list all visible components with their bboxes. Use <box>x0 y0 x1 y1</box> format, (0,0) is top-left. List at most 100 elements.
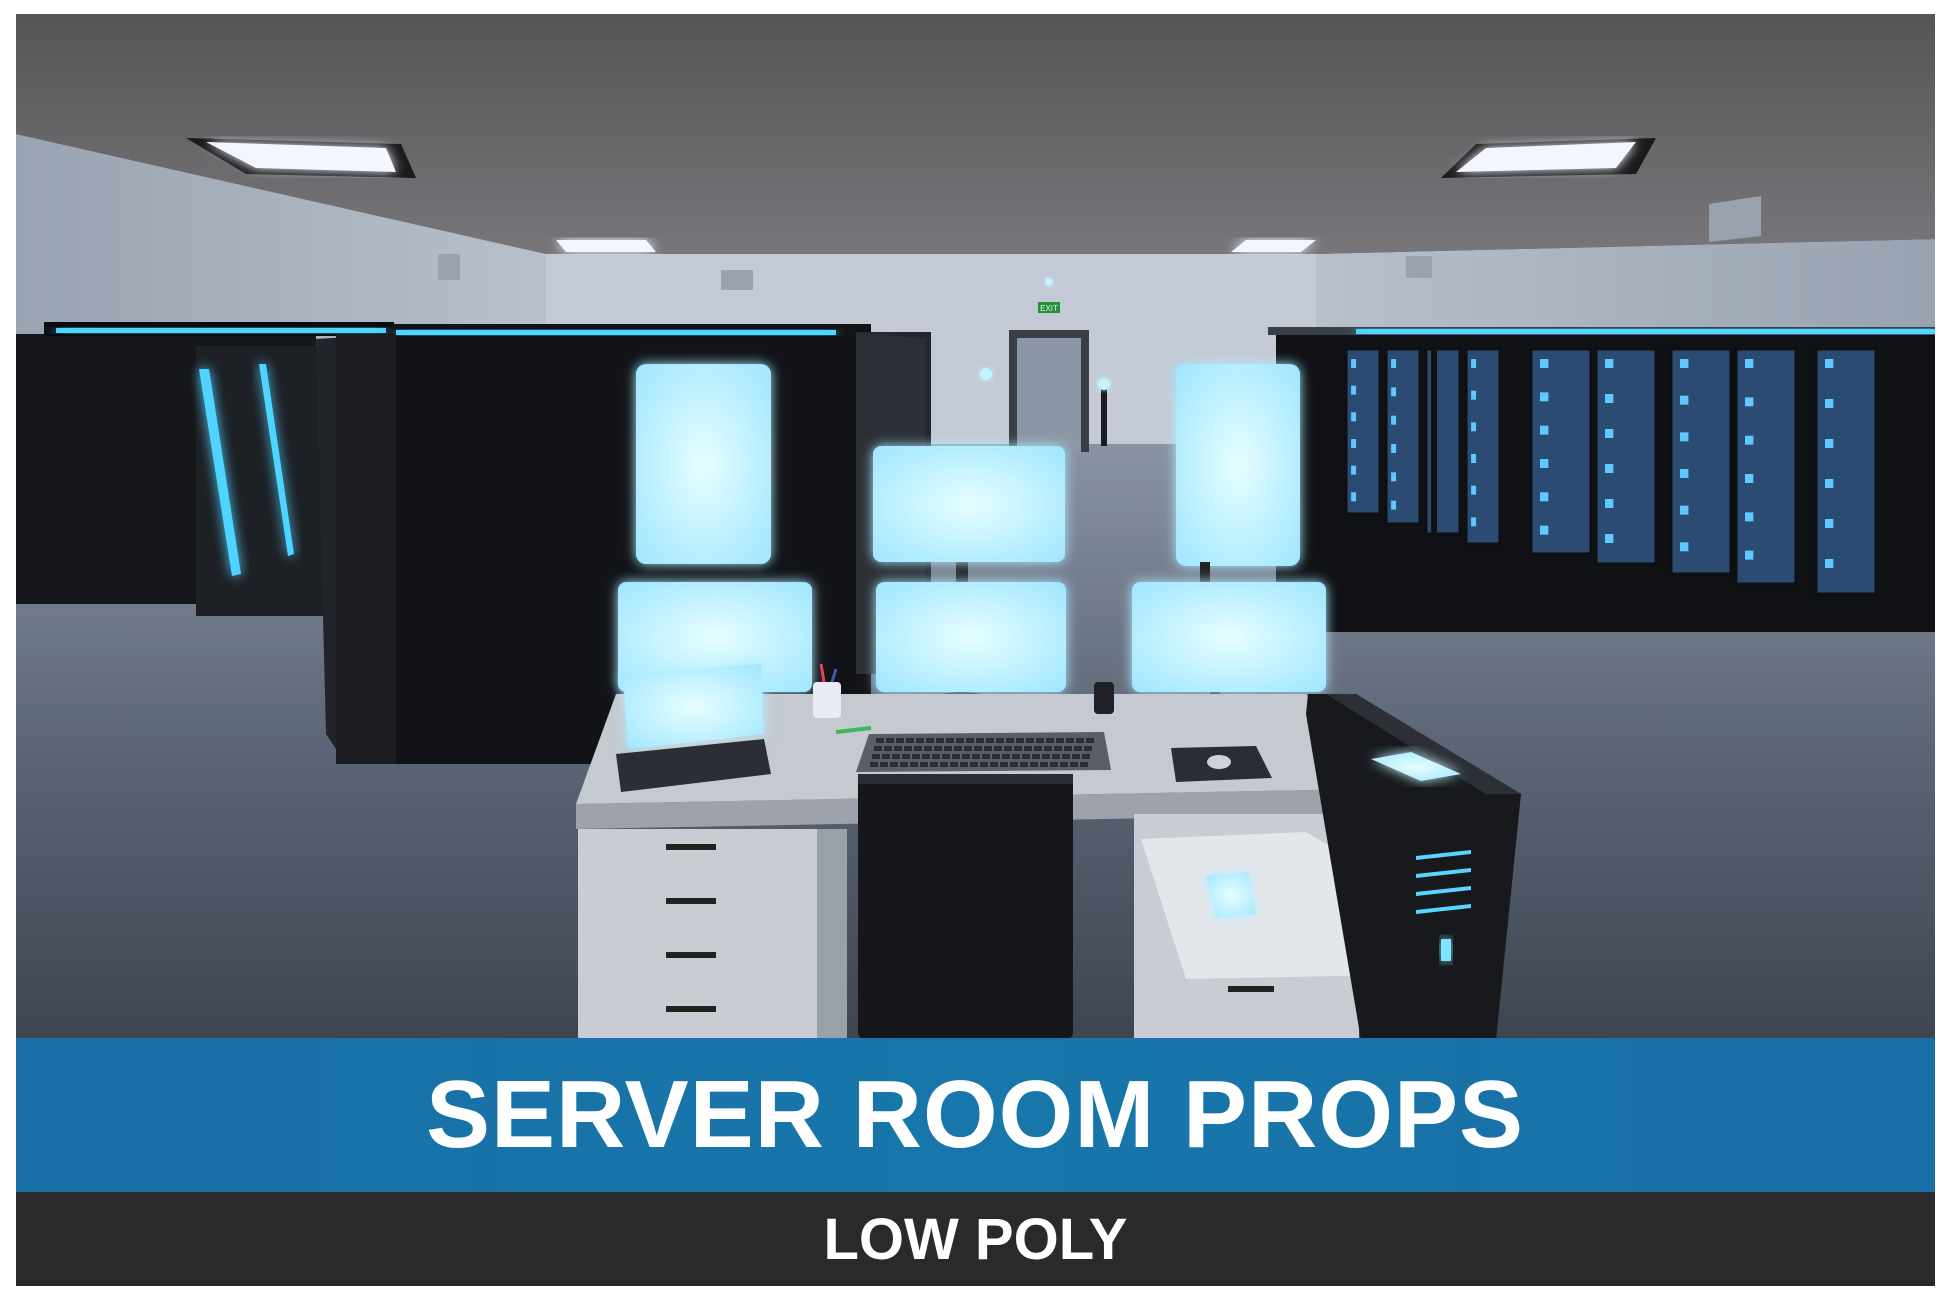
key <box>894 746 902 751</box>
tablet-screen <box>1206 872 1256 918</box>
server-led-icon <box>1680 395 1689 405</box>
key <box>1056 738 1064 743</box>
key <box>956 738 964 743</box>
server-led-icon <box>1471 390 1477 400</box>
server-bay <box>1669 347 1733 576</box>
key <box>880 762 888 767</box>
key <box>1042 754 1050 759</box>
key <box>912 754 920 759</box>
product-subtitle: LOW POLY <box>823 1206 1128 1272</box>
key <box>984 746 992 751</box>
server-led-icon <box>1540 392 1549 402</box>
key <box>924 746 932 751</box>
bollard-light-icon <box>980 368 992 380</box>
key <box>914 746 922 751</box>
key <box>934 746 942 751</box>
server-room-scene: EXIT <box>16 14 1935 1040</box>
key <box>1034 746 1042 751</box>
server-led-icon <box>1680 432 1689 442</box>
monitor-screen <box>618 582 812 692</box>
key <box>1000 762 1008 767</box>
ceiling <box>16 14 1935 254</box>
server-led-icon <box>1391 444 1397 453</box>
key <box>906 738 914 743</box>
key <box>926 738 934 743</box>
vertical-monitor-screen <box>1176 364 1300 566</box>
product-title: SERVER ROOM PROPS <box>425 1061 1525 1168</box>
key <box>992 754 1000 759</box>
right-server-racks <box>1268 327 1935 632</box>
server-led-icon <box>1471 422 1477 432</box>
key <box>964 746 972 751</box>
server-led-icon <box>1605 429 1614 438</box>
rack-led-strip <box>199 369 241 576</box>
server-led-icon <box>1471 454 1477 463</box>
laptop-screen <box>623 664 764 749</box>
key <box>1072 754 1080 759</box>
key <box>960 762 968 767</box>
key <box>966 738 974 743</box>
key <box>974 746 982 751</box>
server-led-icon <box>1745 512 1754 522</box>
drawer-handle <box>666 952 716 958</box>
server-led-icon <box>1471 517 1477 527</box>
monitor-screen <box>1132 582 1326 692</box>
server-bay <box>1384 347 1422 526</box>
key <box>876 738 884 743</box>
server-led-icon <box>1745 359 1754 368</box>
server-led-icon <box>1351 412 1357 422</box>
key <box>1086 738 1094 743</box>
server-led-icon <box>1351 359 1357 368</box>
vertical-monitor-screen <box>636 364 771 564</box>
key <box>962 754 970 759</box>
key <box>1044 746 1052 751</box>
door-panel <box>1017 338 1081 452</box>
server-led-icon <box>1351 385 1357 395</box>
server-led-icon <box>1391 500 1397 510</box>
tower-light-panel <box>1371 752 1461 781</box>
server-bay <box>1734 347 1798 586</box>
key <box>950 762 958 767</box>
key <box>1066 738 1074 743</box>
key <box>1084 746 1092 751</box>
server-led-icon <box>1351 492 1357 502</box>
ceiling-light-icon <box>186 138 416 178</box>
key <box>1036 738 1044 743</box>
server-led-icon <box>1391 387 1397 397</box>
key <box>916 738 924 743</box>
key <box>1076 738 1084 743</box>
key <box>1050 762 1058 767</box>
bollard-light-icon <box>1098 378 1110 390</box>
tower-led-icon <box>1416 868 1471 878</box>
key <box>874 746 882 751</box>
key <box>1004 746 1012 751</box>
server-led-icon <box>1680 542 1689 552</box>
key <box>942 754 950 759</box>
key <box>1080 762 1088 767</box>
key <box>970 762 978 767</box>
wall-vent-icon <box>1406 256 1432 278</box>
server-led-icon <box>1680 505 1689 515</box>
key <box>1032 754 1040 759</box>
key <box>1040 762 1048 767</box>
server-led-icon <box>1605 394 1614 403</box>
server-led-icon <box>1605 534 1614 543</box>
server-led-icon <box>1605 464 1614 473</box>
server-bay <box>1814 347 1878 596</box>
server-led-icon <box>1391 472 1397 482</box>
server-bay <box>1344 347 1382 516</box>
key <box>882 754 890 759</box>
key <box>952 754 960 759</box>
key <box>1046 738 1054 743</box>
key <box>1022 754 1030 759</box>
key <box>1062 754 1070 759</box>
key <box>890 762 898 767</box>
bollard-post <box>1101 386 1107 446</box>
key <box>930 762 938 767</box>
pen-icon <box>835 726 872 734</box>
server-led-icon <box>1540 492 1549 502</box>
mouse-icon <box>1207 755 1231 769</box>
server-led-icon <box>1825 359 1834 368</box>
server-bay <box>1529 347 1593 556</box>
key <box>1024 746 1032 751</box>
